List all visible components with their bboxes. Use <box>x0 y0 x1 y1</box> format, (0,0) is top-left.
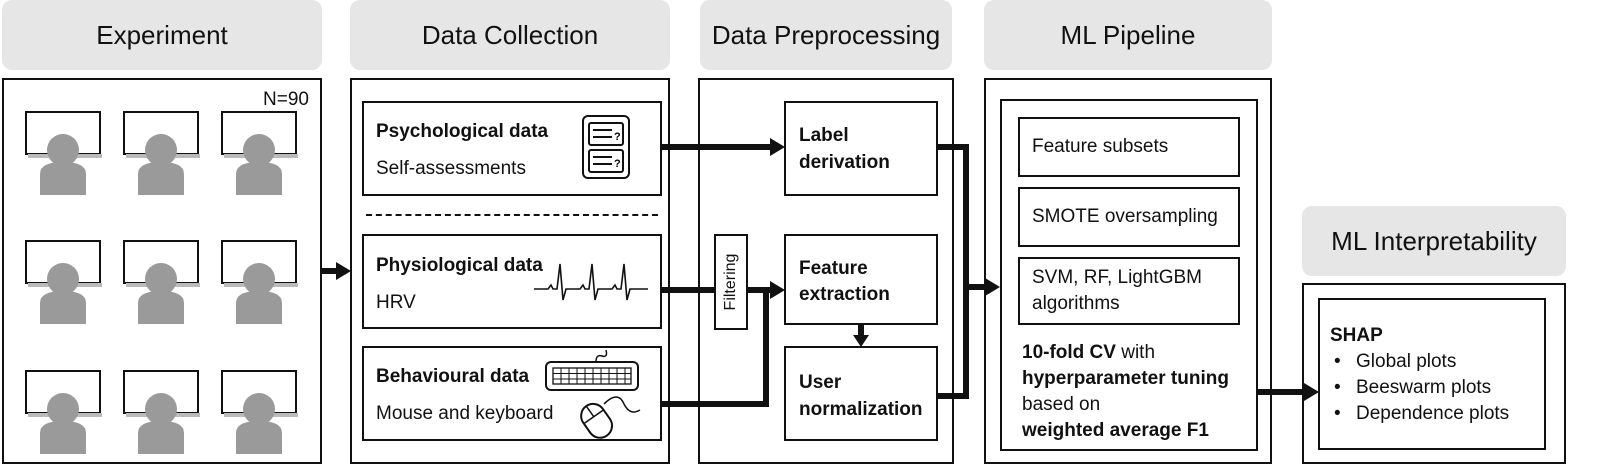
data-collection-header: Data Collection <box>350 0 670 70</box>
feature-extraction-line2: extraction <box>799 284 890 305</box>
based-on-text: based on <box>1022 394 1101 415</box>
psychological-data-box <box>362 101 662 196</box>
cv-bold-text: 10-fold CV <box>1022 342 1116 363</box>
data-collection-header-label: Data Collection <box>421 19 599 50</box>
label-derivation-line2: derivation <box>799 152 890 173</box>
feature-extraction-box <box>784 234 938 325</box>
physiological-data-subtitle: HRV <box>376 292 416 313</box>
psychological-data-subtitle: Self-assessments <box>376 158 526 179</box>
shap-content: SHAP Global plots Beeswarm plots Depende… <box>1330 323 1542 427</box>
user-normalization-line1: User <box>799 372 842 393</box>
experiment-header: Experiment <box>2 0 322 70</box>
participant-icon <box>221 370 299 455</box>
shap-bullet: Dependence plots <box>1330 401 1542 427</box>
physiological-data-box <box>362 234 662 329</box>
participant-icon <box>123 240 201 325</box>
shap-bullet: Beeswarm plots <box>1330 375 1542 401</box>
feature-subsets-box: Feature subsets <box>1018 117 1240 177</box>
shap-title: SHAP <box>1330 325 1383 346</box>
algorithms-label-line2: algorithms <box>1032 293 1120 314</box>
behavioural-data-title: Behavioural data <box>376 366 530 387</box>
algorithms-label-line1: SVM, RF, LightGBM <box>1032 267 1202 288</box>
label-derivation-line1: Label <box>799 125 849 146</box>
experiment-header-label: Experiment <box>96 19 228 50</box>
behavioural-data-box <box>362 346 662 441</box>
cross-validation-text: 10-fold CV with hyperparameter tuning ba… <box>1022 340 1254 444</box>
psychological-data-title: Psychological data <box>376 121 549 142</box>
data-preprocessing-header: Data Preprocessing <box>700 0 952 70</box>
participant-icon <box>123 370 201 455</box>
hyperparameter-tuning-text: hyperparameter tuning <box>1022 368 1229 389</box>
participant-icon <box>25 111 103 196</box>
shap-bullet: Global plots <box>1330 349 1542 375</box>
user-normalization-box <box>784 346 938 441</box>
ml-interpretability-header-label: ML Interpretability <box>1331 225 1537 256</box>
cv-with-text: with <box>1115 342 1156 363</box>
ml-interpretability-header: ML Interpretability <box>1302 206 1566 276</box>
participant-icon <box>123 111 201 196</box>
behavioural-data-subtitle: Mouse and keyboard <box>376 403 554 424</box>
participant-icon <box>25 240 103 325</box>
data-preprocessing-header-label: Data Preprocessing <box>711 19 941 50</box>
label-derivation-box <box>784 101 938 196</box>
participant-icon <box>221 240 299 325</box>
collection-divider <box>366 214 658 216</box>
feature-extraction-line1: Feature <box>799 258 868 279</box>
feature-subsets-label: Feature subsets <box>1032 136 1169 157</box>
participant-icon <box>25 370 103 455</box>
filtering-box: Filtering <box>714 234 748 330</box>
weighted-f1-text: weighted average F1 <box>1022 420 1209 441</box>
filtering-label: Filtering <box>722 253 739 311</box>
smote-oversampling-label: SMOTE oversampling <box>1032 206 1218 227</box>
user-normalization-line2: normalization <box>799 399 923 420</box>
ml-pipeline-header-label: ML Pipeline <box>1060 19 1196 50</box>
ml-pipeline-header: ML Pipeline <box>984 0 1272 70</box>
smote-oversampling-box: SMOTE oversampling <box>1018 187 1240 247</box>
participant-count: N=90 <box>263 89 309 110</box>
algorithms-box: SVM, RF, LightGBM algorithms <box>1018 257 1240 325</box>
shap-plot-list: Global plots Beeswarm plots Dependence p… <box>1330 349 1542 427</box>
physiological-data-title: Physiological data <box>376 255 543 276</box>
participant-icon <box>221 111 299 196</box>
